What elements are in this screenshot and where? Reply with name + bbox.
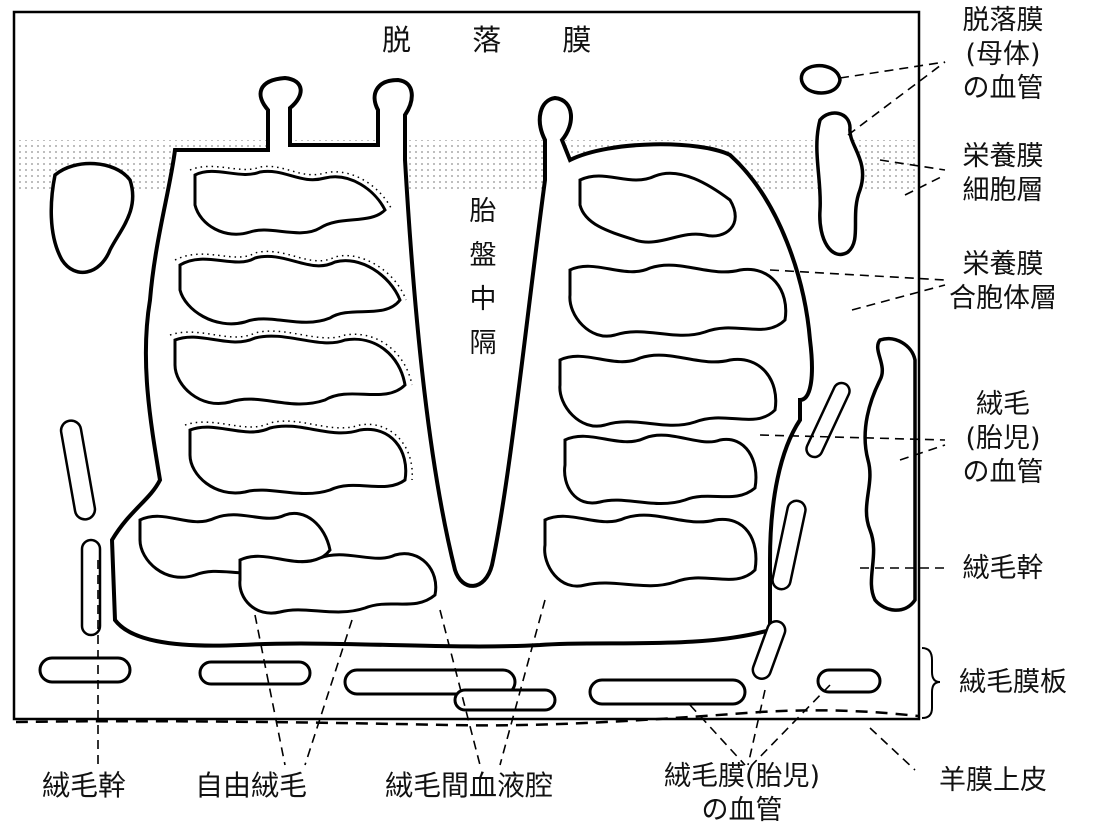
free-villi-left <box>138 169 438 615</box>
label-stem-villus-bottom: 絨毛幹 <box>42 769 127 802</box>
label-chorionic-vessels: 絨毛膜(胎児) の血管 <box>663 761 821 826</box>
placental-septum-label: 胎 盤 中 隔 <box>469 196 497 359</box>
label-intervillous-space: 絨毛間血液腔 <box>385 769 554 802</box>
label-amnion-epithelium: 羊膜上皮 <box>939 765 1047 796</box>
chorionic-plate-vessels <box>38 656 882 712</box>
label-maternal-vessels: 脱落膜 (母体) の血管 <box>962 5 1044 104</box>
decidua-title: 脱 落 膜 <box>382 23 618 57</box>
leader-lines <box>97 61 946 771</box>
label-stem-villus-right: 絨毛幹 <box>962 553 1044 584</box>
label-chorionic-plate: 絨毛膜板 <box>959 667 1067 698</box>
diagram-frame <box>12 10 921 721</box>
free-villi-right <box>543 171 788 588</box>
free-villi-left-dots <box>169 165 413 481</box>
label-fetal-villus-vessels: 絨毛 (胎児) の血管 <box>962 389 1044 488</box>
label-cytotrophoblast: 栄養膜 細胞層 <box>962 141 1044 206</box>
chorionic-plate-brace <box>921 647 941 719</box>
label-free-villi: 自由絨毛 <box>195 769 308 802</box>
amnion-epithelium-line <box>15 709 919 727</box>
edge-villi <box>49 63 917 612</box>
decidua-dotted-band <box>16 140 916 190</box>
label-syncytiotrophoblast: 栄養膜 合胞体層 <box>949 249 1057 314</box>
stem-vessels <box>59 381 851 680</box>
